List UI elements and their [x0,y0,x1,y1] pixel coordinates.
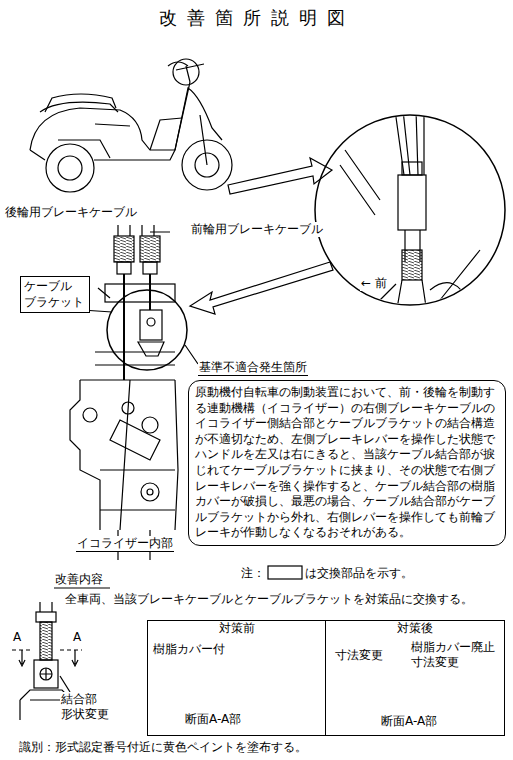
label: 断面A-A部 [184,712,242,727]
label: 改善内容 [54,572,104,587]
node-text: 対策後 [326,621,504,637]
pointer-arrow [190,262,333,314]
node-text: 原動機付自転車の制動装置において、前・後輪を制動する連動機構（イコライザー）の右… [195,385,499,541]
node-text: ケーブル ブラケット [24,279,86,310]
part-box: ケーブル ブラケット [20,276,90,313]
underline [54,587,110,588]
label: 結合部 形状変更 [60,692,112,722]
label: 全車両、当該ブレーキケーブルとケーブルブラケットを対策品に交換する。 [64,592,474,607]
zoom-circle [315,115,505,305]
label: 識別：形式認定番号付近に黄色ペイントを塗布する。 [18,740,308,755]
label: ← 前 [360,276,388,291]
label: 樹脂カバー付 [152,642,226,657]
scooter [30,59,232,192]
label: 後輪用ブレーキケーブル [4,205,138,220]
label: 注： [240,566,266,581]
label: 前輪用ブレーキケーブル [190,222,324,237]
label: イコライザー内部 [76,536,174,552]
title: 改善箇所説明図 [0,6,513,30]
label: は交換部品を示す。 [304,566,414,581]
label: 断面A-A部 [380,714,438,729]
pointer-arrow [228,158,332,194]
label: A [72,630,82,645]
zoom-detail [340,110,500,320]
description-box: 原動機付自転車の制動装置において、前・後輪を制動する連動機構（イコライザー）の右… [188,380,506,546]
label: 寸法変更 [334,648,384,663]
label: A [12,630,22,645]
node-text: 対策前 [148,621,325,637]
legend-square [268,566,302,579]
label: 基準不適合発生箇所 [198,360,308,376]
label: 樹脂カバー廃止 寸法変更 [410,640,504,670]
